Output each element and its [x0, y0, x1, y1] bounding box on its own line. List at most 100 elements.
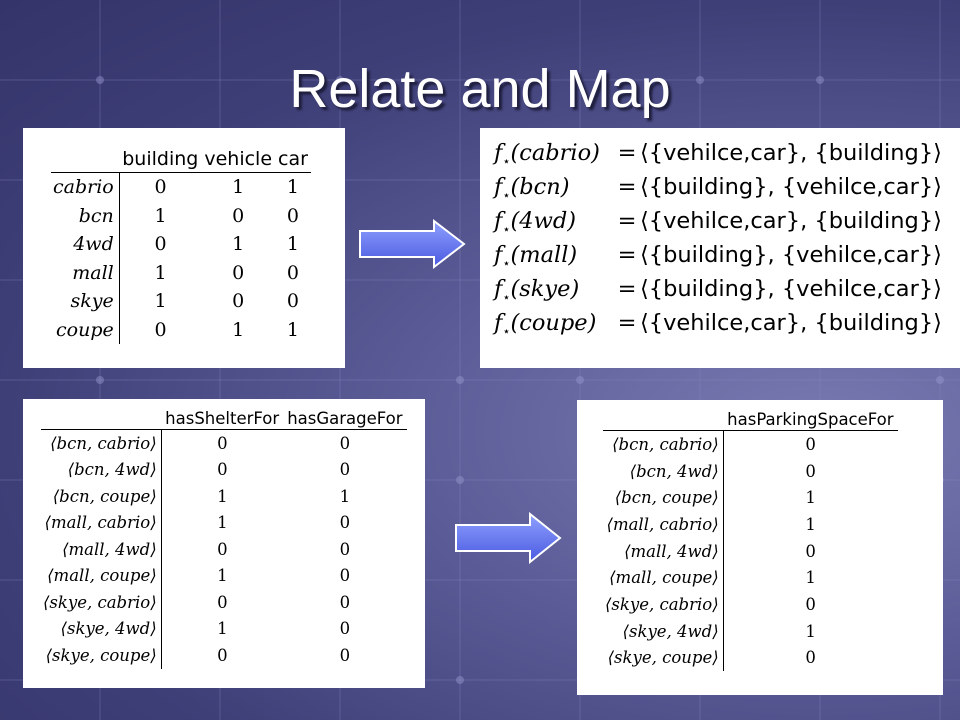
mapping-arg: coupe — [519, 310, 588, 336]
row-label: ⟨skye, 4wd⟩ — [603, 617, 724, 645]
cell-value: 0 — [339, 513, 351, 533]
cell-value: 1 — [154, 261, 167, 284]
table-corner-cell — [603, 410, 724, 431]
cell-value: 1 — [217, 619, 228, 639]
column-header-building: building — [119, 148, 202, 173]
table-row: cabrio 0 1 1 — [51, 172, 311, 202]
table-row: ⟨bcn, coupe⟩ 1 — [603, 484, 898, 512]
equals-sign: = — [617, 140, 637, 166]
cell-value: 0 — [339, 460, 351, 480]
row-label: cabrio — [51, 172, 120, 202]
table-row: ⟨skye, coupe⟩0 — [603, 644, 898, 672]
column-header-car: car — [275, 148, 311, 173]
object-attribute-table-panel: building vehicle car cabrio 0 1 1 bcn 1 … — [23, 128, 345, 368]
cell-value: 0 — [154, 176, 167, 199]
cell-value: 0 — [339, 539, 351, 559]
cell-value: 0 — [805, 434, 816, 454]
cell-value: 1 — [232, 176, 245, 199]
cell-value: 0 — [805, 594, 816, 614]
func-symbol: f — [494, 242, 503, 268]
table-row: bcn 1 0 0 — [51, 201, 311, 230]
mapping-rhs: ⟨{building}, {vehilce,car}⟩ — [640, 242, 942, 268]
right-arrow-icon — [359, 219, 466, 269]
row-label: ⟨bcn, 4wd⟩ — [603, 457, 724, 485]
table-row: ⟨skye, cabrio⟩0 — [603, 591, 898, 618]
mapping-row: f⋆(mall) =⟨{building}, {vehilce,car}⟩ — [494, 242, 942, 272]
mapping-row: f⋆(skye)=⟨{building}, {vehilce,car}⟩ — [494, 276, 942, 306]
table-row: ⟨bcn, coupe⟩ 1 1 — [41, 483, 407, 510]
cell-value: 1 — [217, 513, 228, 533]
cell-value: 0 — [339, 645, 351, 665]
row-label: ⟨bcn, coupe⟩ — [41, 483, 162, 510]
cell-value: 0 — [339, 619, 351, 639]
func-symbol: f — [494, 174, 503, 200]
table-row: ⟨skye, 4wd⟩1 — [603, 617, 898, 645]
cell-value: 1 — [805, 488, 816, 508]
table-corner-cell — [51, 148, 120, 173]
relation-table: hasShelterFor hasGarageFor ⟨bcn, cabrio⟩… — [41, 409, 407, 669]
equals-sign: = — [617, 242, 637, 268]
cell-value: 0 — [217, 539, 228, 559]
cell-value: 1 — [286, 233, 300, 256]
cell-value: 0 — [217, 433, 228, 453]
cell-value: 0 — [154, 233, 167, 256]
cell-value: 0 — [805, 461, 816, 481]
table-row: skye 1 0 0 — [51, 287, 311, 316]
cell-value: 0 — [232, 290, 245, 313]
table-header-row: building vehicle car — [51, 148, 311, 173]
relation-table-panel: hasShelterFor hasGarageFor ⟨bcn, cabrio⟩… — [23, 399, 425, 688]
row-label: 4wd — [51, 230, 120, 259]
func-symbol: f — [494, 140, 503, 166]
func-subscript: ⋆ — [502, 154, 511, 170]
row-label: mall — [51, 258, 120, 287]
func-subscript: ⋆ — [502, 256, 511, 272]
table-row: coupe 0 1 1 — [51, 315, 311, 344]
cell-value: 1 — [286, 318, 300, 341]
row-label: coupe — [51, 315, 120, 344]
row-label: ⟨mall, 4wd⟩ — [41, 536, 162, 563]
equals-sign: = — [617, 310, 637, 336]
cell-value: 1 — [286, 176, 300, 199]
mapping-row: f⋆(cabrio)=⟨{vehilce,car}, {building}⟩ — [494, 140, 942, 170]
table-header-row: hasShelterFor hasGarageFor — [41, 409, 407, 430]
row-label: ⟨mall, cabrio⟩ — [603, 511, 724, 538]
table-row: ⟨bcn, cabrio⟩ 0 0 — [41, 429, 407, 457]
column-header-hasshelterfor: hasShelterFor — [161, 409, 284, 430]
mapping-lhs: f⋆(4wd) — [494, 208, 577, 238]
mapping-rhs: ⟨{building}, {vehilce,car}⟩ — [640, 276, 942, 302]
row-label: ⟨bcn, cabrio⟩ — [41, 429, 162, 457]
row-label: ⟨skye, coupe⟩ — [41, 642, 162, 669]
mapped-relation-table-panel: hasParkingSpaceFor ⟨bcn, cabrio⟩0 ⟨bcn, … — [577, 400, 943, 695]
row-label: bcn — [51, 201, 120, 230]
mapping-lhs: f⋆(bcn) — [494, 174, 570, 204]
mapping-panel: f⋆(cabrio)=⟨{vehilce,car}, {building}⟩ f… — [480, 128, 960, 368]
cell-value: 0 — [217, 460, 228, 480]
cell-value: 1 — [217, 486, 228, 506]
mapping-arg: bcn — [519, 174, 561, 200]
row-label: ⟨mall, cabrio⟩ — [41, 509, 162, 536]
mapping-rhs: ⟨{vehilce,car}, {building}⟩ — [640, 208, 942, 234]
cell-value: 0 — [217, 592, 228, 612]
cell-value: 0 — [339, 592, 351, 612]
equals-sign: = — [617, 174, 637, 200]
cell-value: 0 — [286, 261, 300, 284]
table-corner-cell — [41, 409, 162, 430]
row-label: ⟨bcn, coupe⟩ — [603, 484, 724, 512]
table-row: ⟨mall, 4wd⟩0 — [603, 537, 898, 565]
cell-value: 1 — [339, 486, 351, 506]
mapping-lhs: f⋆(coupe) — [494, 310, 597, 340]
mapping-arg: cabrio — [519, 140, 592, 166]
mapping-lhs: f⋆(mall) — [494, 242, 578, 272]
row-label: ⟨mall, coupe⟩ — [603, 564, 724, 592]
equals-sign: = — [617, 208, 637, 234]
cell-value: 1 — [805, 568, 816, 588]
func-subscript: ⋆ — [502, 222, 511, 238]
table-header-row: hasParkingSpaceFor — [603, 410, 898, 431]
func-symbol: f — [494, 276, 503, 302]
cell-value: 0 — [339, 433, 351, 453]
cell-value: 0 — [217, 645, 228, 665]
mapping-lhs: f⋆(cabrio) — [494, 140, 600, 170]
row-label: ⟨mall, coupe⟩ — [41, 562, 162, 589]
table-row: 4wd 0 1 1 — [51, 230, 311, 259]
